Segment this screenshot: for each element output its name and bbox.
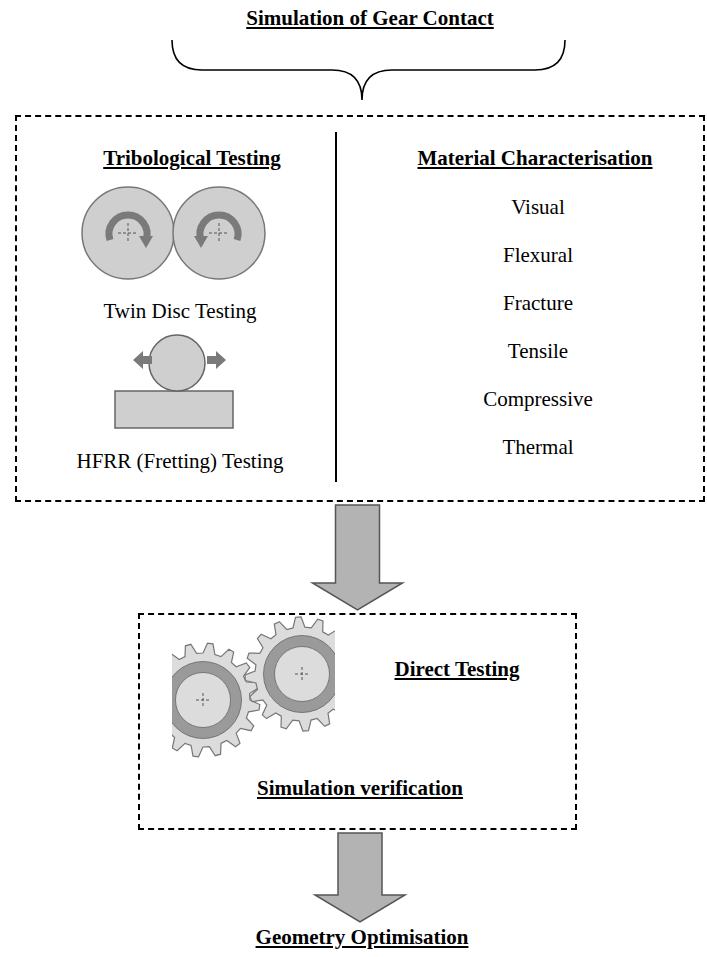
outcome-node: Geometry Optimisation	[252, 925, 469, 952]
verification-panel: Direct TestingSimulation verification	[138, 613, 577, 830]
gear-band-edge	[264, 636, 336, 713]
gear-band-edge	[275, 647, 330, 702]
item-label: Twin Disc Testing	[104, 299, 257, 324]
gear-centre-mark	[196, 693, 210, 707]
section-heading: Material Characterisation	[417, 146, 652, 171]
block-arrow	[315, 833, 405, 922]
item-label: HFRR (Fretting) Testing	[77, 449, 284, 474]
diagram-title: Simulation of Gear Contact	[246, 6, 494, 31]
gear-band-edge	[172, 662, 242, 739]
section-heading: Tribological Testing	[103, 146, 281, 171]
testing-panel: Tribological TestingTwin Disc TestingHFR…	[15, 115, 705, 502]
section-heading: Geometry Optimisation	[254, 925, 471, 950]
gear-outline	[245, 617, 335, 731]
item-label: Visual	[511, 195, 565, 220]
section-heading: Simulation verification	[257, 776, 463, 801]
section-heading: Direct Testing	[394, 657, 519, 682]
curly-brace	[172, 40, 565, 100]
gear-band	[172, 667, 236, 733]
item-label: Thermal	[502, 435, 573, 460]
gear-centre-mark	[295, 667, 309, 681]
item-label: Flexural	[503, 243, 573, 268]
item-label: Compressive	[483, 387, 593, 412]
twin-disc-figure	[82, 187, 265, 279]
item-label: Tensile	[508, 339, 568, 364]
gear-outline	[172, 643, 260, 757]
gear-band-edge	[176, 673, 231, 728]
block-arrow	[313, 505, 403, 610]
gear-figure	[172, 617, 335, 757]
hfrr-figure	[115, 335, 233, 428]
column-divider	[335, 132, 337, 482]
gear-band	[269, 641, 335, 707]
item-label: Fracture	[503, 291, 573, 316]
